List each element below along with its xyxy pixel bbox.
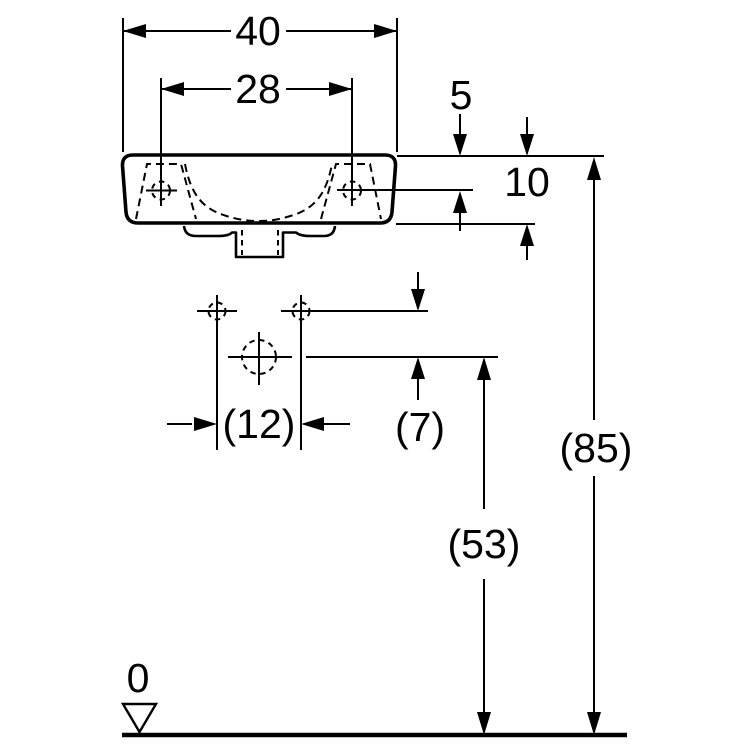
dim-fixing-to-drain-label: (7) — [395, 404, 445, 450]
drain-trap-outline — [182, 225, 337, 259]
arrowhead-down-icon — [411, 289, 425, 311]
floor-datum-label: 0 — [127, 655, 150, 701]
tap-boss-left-hidden-edge — [135, 163, 197, 220]
floor-datum: 0 — [120, 655, 627, 738]
arrowhead-up-icon — [411, 357, 425, 379]
dim-rim-height: (85) — [560, 157, 633, 735]
datum-triangle-icon — [120, 702, 159, 735]
dim-drain-outlet-height: (53) — [448, 357, 521, 735]
washbasin-front-view — [120, 153, 473, 259]
arrowhead-up-icon — [453, 191, 467, 213]
arrowhead-up-icon — [520, 224, 534, 246]
arrowhead-left-icon — [123, 24, 146, 38]
dim-tap-hole-spacing: 28 — [160, 66, 353, 206]
dim-rim-height-label: (85) — [560, 425, 633, 471]
dim-overall-width: 40 — [122, 8, 398, 152]
fixing-and-drain-holes — [197, 295, 498, 450]
arrowhead-left-icon — [301, 417, 324, 431]
arrowhead-down-icon — [520, 134, 534, 156]
dim-rim-to-lower-edge: 10 — [504, 117, 550, 260]
arrowhead-down-icon — [587, 712, 601, 735]
arrowhead-down-icon — [477, 712, 491, 735]
arrowhead-right-icon — [329, 82, 352, 96]
basin-outline — [120, 153, 398, 225]
arrowhead-up-icon — [587, 157, 601, 180]
dim-fixing-to-drain: (7) — [395, 272, 445, 450]
dim-tap-hole-spacing-label: 28 — [235, 66, 281, 112]
dim-fixing-hole-spacing-label: (12) — [223, 401, 296, 447]
arrowhead-right-icon — [194, 417, 217, 431]
dim-drain-outlet-height-label: (53) — [448, 521, 521, 567]
dim-overall-width-label: 40 — [235, 8, 281, 54]
dim-rim-to-tap-hole: 5 — [450, 72, 473, 231]
dim-fixing-hole-spacing: (12) — [167, 401, 350, 447]
right-reference-lines — [396, 155, 604, 225]
dim-rim-to-lower-edge-label: 10 — [504, 159, 550, 205]
arrowhead-right-icon — [374, 24, 397, 38]
arrowhead-up-icon — [477, 357, 491, 380]
dim-rim-to-tap-hole-label: 5 — [450, 72, 473, 118]
basin-bowl-hidden-edge — [184, 163, 333, 223]
arrowhead-left-icon — [161, 82, 184, 96]
tap-boss-right-hidden-edge — [320, 163, 382, 220]
arrowhead-down-icon — [453, 134, 467, 156]
